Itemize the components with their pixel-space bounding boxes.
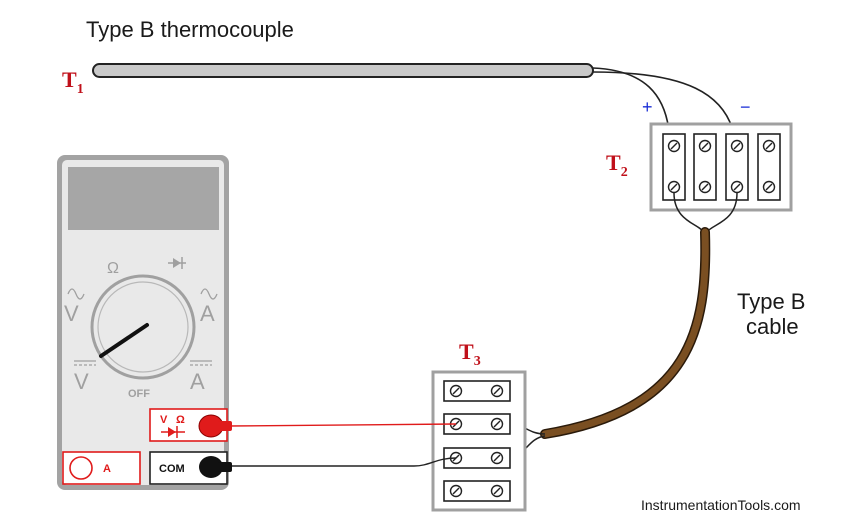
multimeter-display — [68, 167, 219, 230]
t1-label: T1 — [62, 67, 84, 97]
ac-wave-icon-right — [200, 288, 218, 300]
terminal-strip-4 — [757, 133, 781, 201]
ac-volts-label: V — [64, 301, 79, 326]
selector-pointer — [99, 323, 149, 358]
terminal-block-t2 — [649, 122, 793, 212]
dc-symbol-right — [190, 360, 212, 366]
positive-polarity-label: + — [642, 97, 653, 117]
cable-label-line2: cable — [746, 314, 799, 339]
type-b-cable — [541, 228, 709, 438]
ac-amps-label: A — [200, 301, 215, 326]
amps-jack[interactable] — [62, 451, 141, 485]
volt-ohm-jack-v-label: V — [160, 414, 168, 426]
volt-ohm-jack-ohm-label: Ω — [176, 414, 185, 426]
type-b-cable-outline — [540, 227, 711, 439]
black-test-lead-wire — [222, 457, 457, 467]
dc-volts-label: V — [74, 369, 89, 394]
terminal-strip-2 — [693, 133, 717, 201]
diode-icon — [168, 257, 186, 269]
jack-diode-icon — [161, 426, 185, 438]
terminal-strip-3 — [725, 133, 749, 201]
red-test-lead-wire — [227, 423, 457, 427]
t2-label: T2 — [606, 150, 628, 180]
t2-subscript: 2 — [621, 165, 628, 180]
negative-polarity-label: − — [740, 97, 751, 117]
watermark: InstrumentationTools.com — [641, 497, 801, 513]
terminal-row-1 — [443, 380, 511, 402]
thermocouple-probe — [92, 63, 594, 78]
cable-label-line1: Type B — [737, 289, 805, 314]
t3-label: T3 — [459, 339, 481, 369]
t3-subscript: 3 — [474, 354, 481, 369]
terminal-row-3 — [443, 447, 511, 469]
off-label: OFF — [128, 388, 150, 400]
dc-amps-label: A — [190, 369, 205, 394]
black-probe-plug — [199, 456, 223, 478]
diagram-title: Type B thermocouple — [86, 17, 294, 42]
multimeter: Ω V A V A OFF V Ω — [57, 155, 232, 490]
dc-symbol-left — [74, 360, 96, 366]
terminal-strip-1 — [662, 133, 686, 201]
t1-subscript: 1 — [77, 82, 84, 97]
ohm-symbol: Ω — [107, 260, 119, 277]
amps-jack-label: A — [103, 463, 111, 475]
ac-wave-icon-left — [67, 288, 85, 300]
terminal-row-4 — [443, 480, 511, 502]
terminal-block-t3 — [431, 370, 527, 512]
com-jack-label: COM — [159, 463, 185, 475]
